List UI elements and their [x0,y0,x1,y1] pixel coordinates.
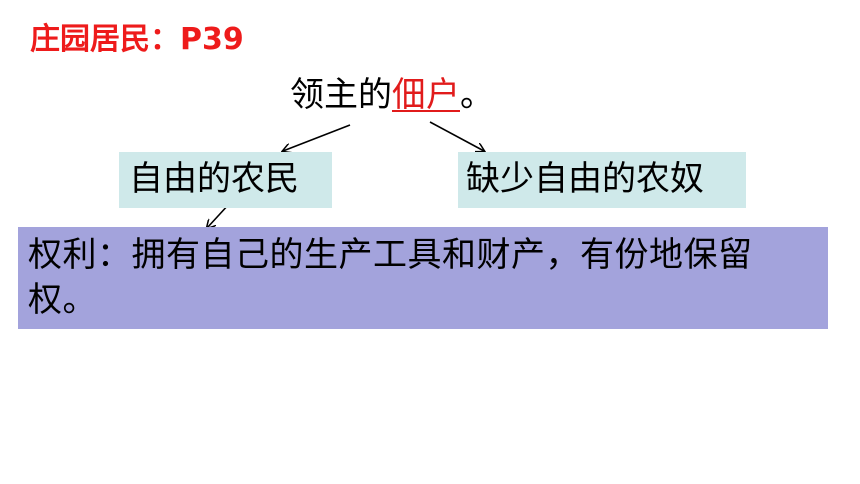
rights-text: 权利：拥有自己的生产工具和财产，有份地保留权。 [28,235,753,320]
arrow-to-free-peasant [283,124,351,151]
root-prefix: 领主的 [290,75,392,115]
root-highlight: 佃户 [392,75,460,115]
free-peasant-box: 自由的农民 [119,152,332,208]
root-node: 领主的佃户。 [290,72,494,118]
slide-title-text: 庄园居民：P39 [30,22,244,57]
slide-title: 庄园居民：P39 [30,20,244,60]
free-peasant-text: 自由的农民 [129,159,299,199]
serf-box: 缺少自由的农奴 [458,152,746,208]
root-suffix: 。 [460,75,494,115]
serf-text: 缺少自由的农奴 [466,159,704,199]
rights-box: 权利：拥有自己的生产工具和财产，有份地保留权。 [18,227,828,329]
arrow-to-serf [429,121,484,151]
